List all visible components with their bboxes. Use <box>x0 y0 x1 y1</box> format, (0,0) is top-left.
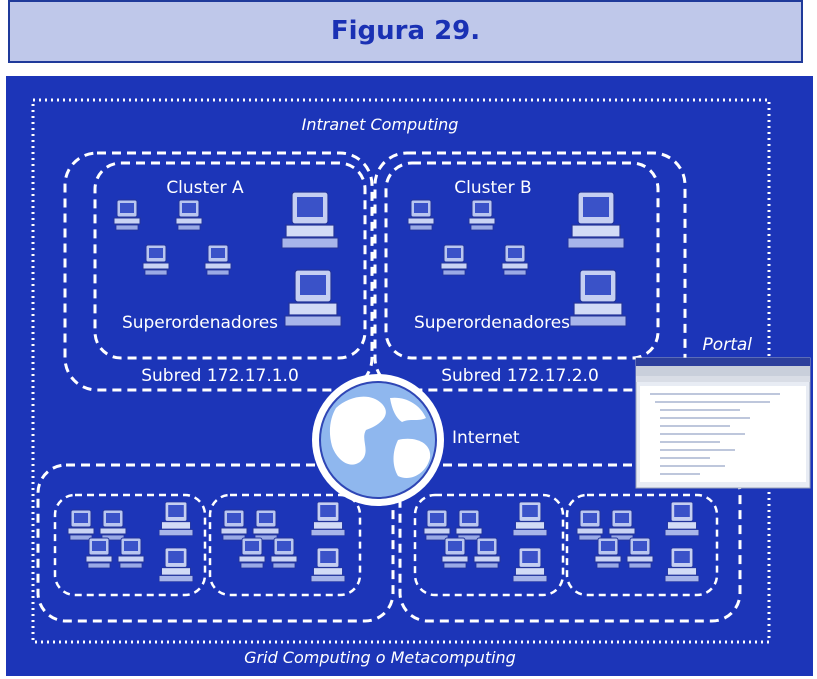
workstation-icon <box>99 509 127 541</box>
workstation-icon <box>113 199 141 231</box>
supercomputer-icon <box>284 269 342 327</box>
supercomputer-icon <box>158 547 194 582</box>
cluster-a-box <box>93 161 367 360</box>
subnet-a-label: Subred 172.17.1.0 <box>141 366 299 386</box>
subnet-a-boundary <box>63 151 374 392</box>
cluster-a-label: Cluster A <box>166 178 244 198</box>
grid-cluster-1 <box>53 493 207 597</box>
workstation-icon <box>501 244 529 276</box>
workstation-icon <box>473 537 501 569</box>
workstation-icon <box>270 537 298 569</box>
grid-cluster-3 <box>413 493 565 597</box>
supercomputer-icon <box>512 547 548 582</box>
grid-area-left <box>36 463 395 623</box>
supercomputer-icon <box>310 547 346 582</box>
grid-cluster-3-computers <box>423 501 548 582</box>
supercomputer-icon <box>567 191 625 249</box>
workstation-icon <box>204 244 232 276</box>
supercomputer-icon <box>664 501 700 536</box>
supercomputer-icon <box>158 501 194 536</box>
workstation-icon <box>608 509 636 541</box>
workstation-icon <box>220 509 248 541</box>
cluster-b-box <box>384 161 660 360</box>
workstation-icon <box>117 537 145 569</box>
supercomputer-icon <box>664 547 700 582</box>
supercomputer-icon <box>281 191 339 249</box>
workstation-icon <box>440 244 468 276</box>
workstation-icon <box>468 199 496 231</box>
portal-label: Portal <box>703 335 753 355</box>
intranet-frame <box>31 98 771 644</box>
grid-cluster-4 <box>565 493 719 597</box>
workstation-icon <box>67 509 95 541</box>
workstation-icon <box>85 537 113 569</box>
grid-cluster-1-computers <box>67 501 194 582</box>
supercomputer-icon <box>310 501 346 536</box>
supercomputer-icon <box>512 501 548 536</box>
internet-globe-icon <box>312 374 444 506</box>
grid-cluster-2-computers <box>220 501 346 582</box>
cluster-b-supercomputers-label: Superordenadores <box>414 313 570 333</box>
portal-browser-window <box>635 357 811 489</box>
grid-area-right <box>398 463 742 623</box>
workstation-icon <box>238 537 266 569</box>
supercomputer-icon <box>569 269 627 327</box>
workstation-icon <box>626 537 654 569</box>
workstation-icon <box>455 509 483 541</box>
figure-title: Figura 29. <box>330 16 481 46</box>
cluster-b-label: Cluster B <box>454 178 531 198</box>
subnet-b-boundary <box>373 151 687 392</box>
intranet-title: Intranet Computing <box>302 115 459 134</box>
workstation-icon <box>175 199 203 231</box>
figure-header: Figura 29. <box>8 0 803 63</box>
grid-cluster-2 <box>208 493 362 597</box>
workstation-icon <box>423 509 451 541</box>
grid-cluster-4-computers <box>576 501 700 582</box>
cluster-a-supercomputers-label: Superordenadores <box>122 313 278 333</box>
grid-computing-title: Grid Computing o Metacomputing <box>244 648 516 667</box>
workstation-icon <box>576 509 604 541</box>
internet-label: Internet <box>452 428 520 448</box>
workstation-icon <box>252 509 280 541</box>
workstation-icon <box>441 537 469 569</box>
workstation-icon <box>407 199 435 231</box>
workstation-icon <box>142 244 170 276</box>
workstation-icon <box>594 537 622 569</box>
subnet-b-label: Subred 172.17.2.0 <box>441 366 599 386</box>
